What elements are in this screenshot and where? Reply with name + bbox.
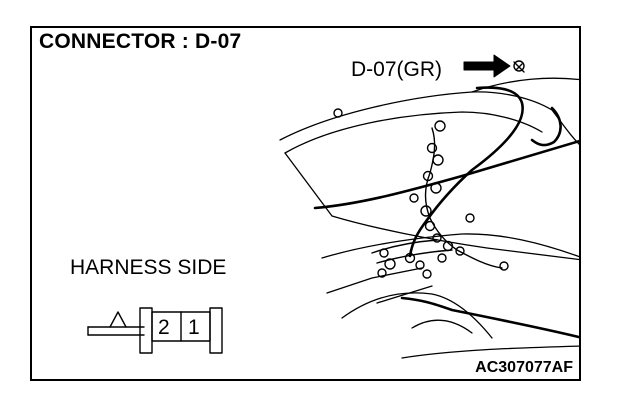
connector-callout-label: D-07(GR) — [351, 58, 443, 81]
connector-clip-10 — [432, 233, 442, 243]
connector-latch-triangle — [109, 311, 127, 328]
connector-clip-15 — [415, 260, 425, 270]
figure-code: AC307077AF — [475, 359, 573, 376]
connector-pin-2: 2 — [158, 316, 170, 339]
connector-clip-13 — [377, 268, 387, 278]
panel-line-2 — [376, 285, 433, 304]
d07-connector-body — [513, 60, 525, 72]
windshield-outline — [279, 91, 579, 146]
connector-clip-20 — [499, 261, 509, 271]
harness-side-connector-symbol — [87, 307, 223, 354]
lower-body-line — [401, 345, 579, 359]
harness-main-diagonal — [313, 139, 579, 210]
connector-clip-18 — [455, 246, 465, 256]
connector-clip-19 — [422, 269, 432, 279]
connector-clip-2 — [434, 120, 446, 132]
connector-clip-5 — [422, 170, 434, 182]
connector-clip-14 — [404, 252, 416, 264]
callout-arrow-icon — [463, 54, 511, 78]
wire-bundle-6 — [456, 249, 503, 269]
connector-clip-1 — [333, 108, 343, 118]
wire-bundle-2 — [424, 172, 431, 219]
diagram-frame: 2 1 CONNECTOR : D-07 D-07(GR) HARNESS SI… — [30, 26, 581, 381]
connector-clip-4 — [432, 154, 444, 166]
harness-upper-run — [425, 86, 524, 222]
connector-clip-9 — [424, 220, 436, 232]
windshield-lower-edge — [284, 152, 579, 261]
wire-bundle-4 — [371, 239, 438, 254]
harness-lower-run — [400, 296, 579, 339]
harness-side-label: HARNESS SIDE — [70, 256, 227, 279]
connector-clip-8 — [420, 205, 432, 217]
connector-clip-7 — [409, 193, 419, 203]
connector-clip-3 — [426, 142, 438, 154]
roof-line — [471, 77, 579, 93]
fender-inner-arc — [411, 319, 473, 334]
wire-bundle-1 — [429, 127, 436, 174]
connector-clip-16 — [437, 253, 447, 263]
harness-branch — [408, 218, 429, 258]
connector-clip-12 — [384, 258, 396, 270]
hood-edge — [321, 233, 579, 259]
connector-clip-17 — [442, 240, 454, 252]
wire-bundle-5 — [376, 249, 453, 264]
connector-clip-21 — [465, 213, 475, 223]
windshield-inner-edge — [284, 111, 543, 154]
connector-clip-11 — [379, 248, 389, 258]
d07-connector-plug — [513, 61, 525, 73]
connector-pin-1: 1 — [188, 316, 200, 339]
diagram-title: CONNECTOR : D-07 — [39, 30, 242, 53]
vehicle-line-drawing: 2 1 — [87, 54, 579, 359]
fender-arc — [341, 292, 493, 339]
harness-right-hook — [530, 106, 562, 147]
panel-line-1 — [326, 267, 423, 294]
connector-clip-6 — [430, 182, 442, 194]
